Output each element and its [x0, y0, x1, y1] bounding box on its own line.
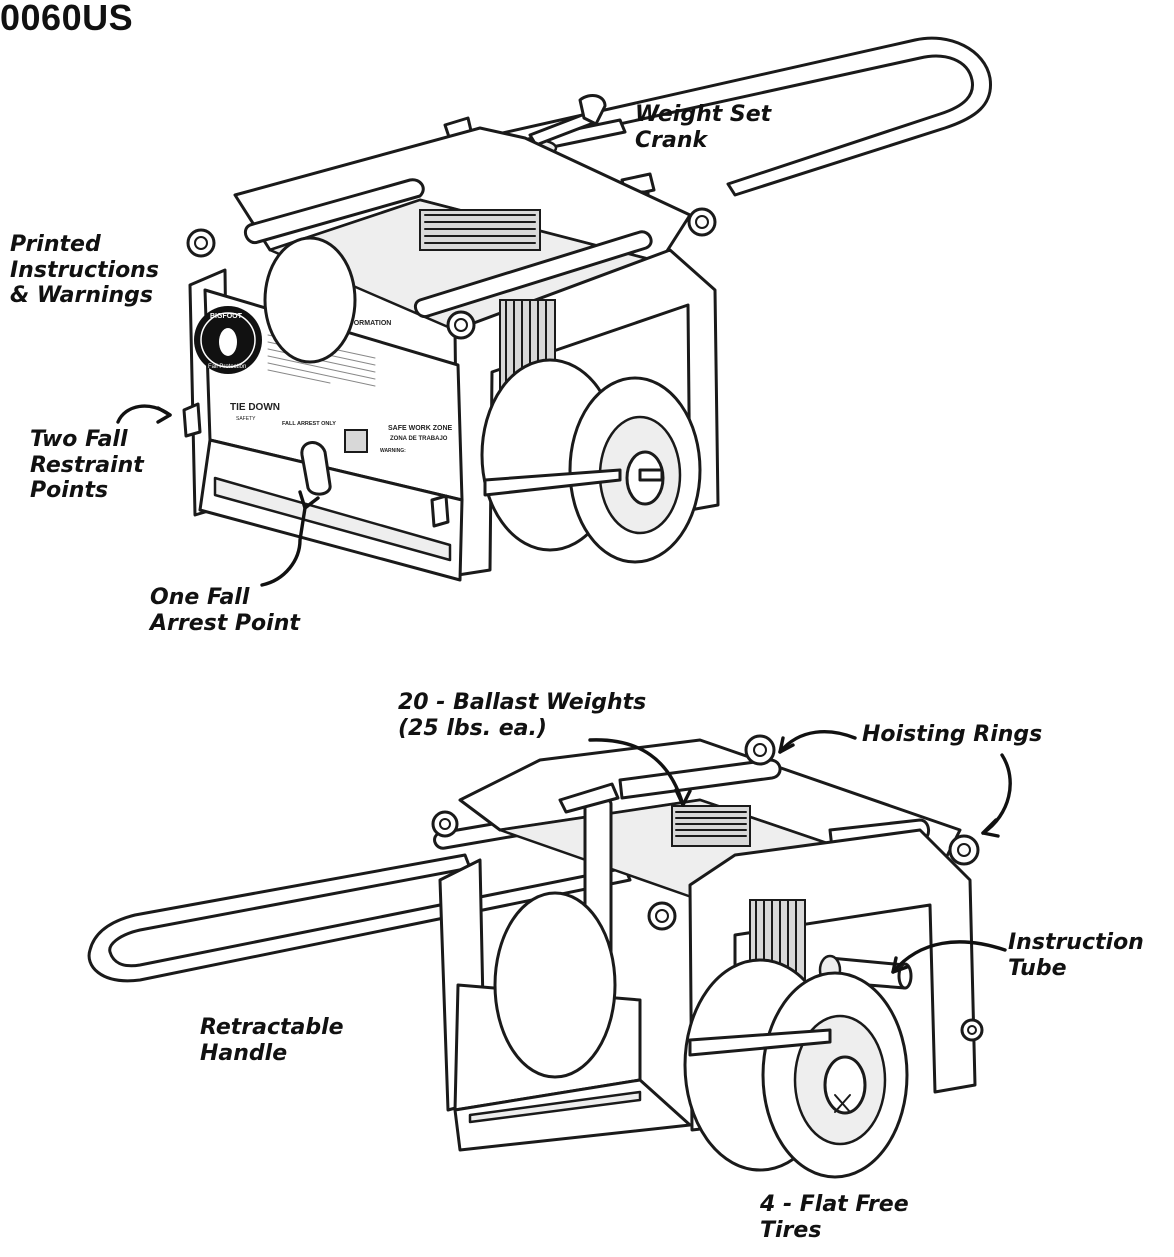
- label-printed-instructions: Printed Instructions & Warnings: [10, 232, 159, 309]
- top-hoisting-rings: [186, 207, 717, 340]
- panel-arrest-plate: [344, 429, 368, 453]
- top-wheels: [263, 236, 702, 564]
- logo-text: BIGFOOT: [210, 313, 243, 320]
- label-flat-free-tires: 4 - Flat Free Tires: [760, 1192, 909, 1243]
- callout-arrows: [116, 404, 1012, 974]
- top-arrest-ring: [300, 441, 332, 496]
- model-number: 0060US: [0, 0, 134, 38]
- warning-text: WARNING:: [380, 448, 406, 454]
- top-crossbar-2: [414, 230, 653, 319]
- zone-es-text: ZONA DE TRABAJO: [390, 436, 448, 442]
- label-two-fall-restraint: Two Fall Restraint Points: [30, 427, 144, 504]
- top-crossbar-1: [244, 178, 425, 245]
- label-one-fall-arrest: One Fall Arrest Point: [150, 585, 300, 636]
- bottom-step: [468, 1090, 642, 1124]
- top-cart: BIGFOOT Fall Protection IMPORTANT SAFETY…: [182, 36, 993, 582]
- bottom-cart: [87, 734, 984, 1179]
- logo-subtext: Fall Protection: [208, 364, 246, 370]
- arrow-hoisting-left: [778, 729, 857, 754]
- arrow-instruction-tube: [891, 940, 1007, 974]
- top-handle-loop: [403, 36, 993, 197]
- top-restraint-rings: [182, 402, 450, 528]
- bigfoot-logo: BIGFOOT Fall Protection: [194, 306, 262, 374]
- top-front-step: [213, 476, 452, 562]
- label-ballast-weights: 20 - Ballast Weights (25 lbs. ea.): [398, 690, 647, 741]
- brand-text: TIE DOWN: [230, 402, 280, 413]
- label-weight-set-crank: Weight Set Crank: [635, 102, 772, 153]
- arrest-label: FALL ARREST ONLY: [282, 421, 336, 427]
- label-retractable-handle: Retractable Handle: [200, 1015, 344, 1066]
- bottom-wheels: [493, 891, 909, 1179]
- zone-en-text: SAFE WORK ZONE: [388, 425, 452, 432]
- bottom-hoisting-rings: [431, 734, 984, 1042]
- brand-sub-text: SAFETY: [236, 416, 256, 422]
- top-ballast-stack: [419, 209, 541, 251]
- label-hoisting-rings: Hoisting Rings: [862, 722, 1043, 747]
- arrow-arrest: [260, 506, 307, 587]
- label-instruction-tube: Instruction Tube: [1008, 930, 1144, 981]
- bottom-handle-loop: [87, 853, 632, 983]
- bottom-ballast-stack: [671, 805, 751, 847]
